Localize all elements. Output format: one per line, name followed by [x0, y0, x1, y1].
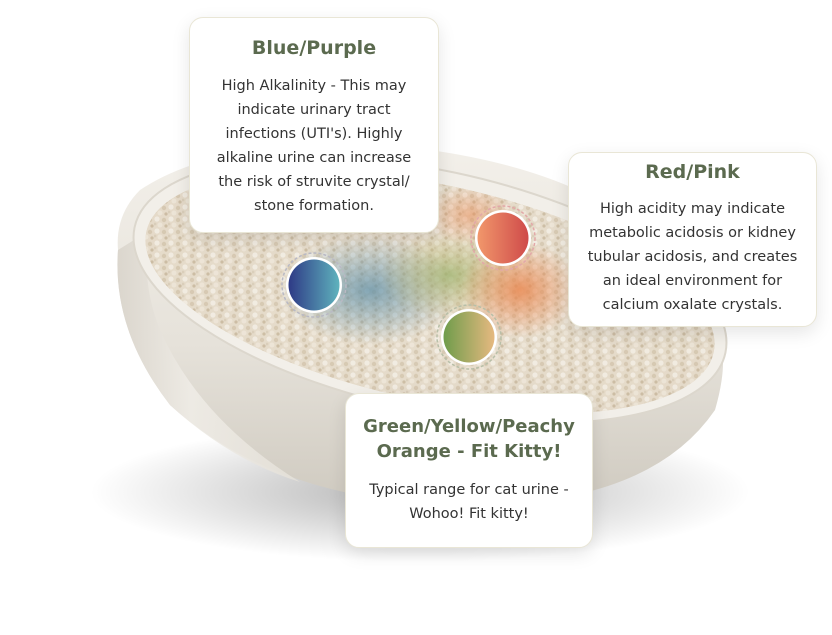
blue-purple-swatch-icon [281, 252, 347, 318]
red-pink-card: Red/Pink High acidity may indicate metab… [568, 152, 817, 327]
blue-purple-card: Blue/Purple High Alkalinity - This may i… [189, 17, 439, 233]
green-yellow-title: Green/Yellow/Peachy Orange - Fit Kitty! [363, 416, 575, 462]
red-pink-title: Red/Pink [645, 161, 740, 183]
blue-purple-title: Blue/Purple [251, 37, 377, 59]
green-yellow-card: Green/Yellow/Peachy Orange - Fit Kitty! … [345, 393, 593, 548]
red-pink-swatch-icon [470, 205, 536, 271]
blue-purple-description: High Alkalinity - This may indicate urin… [216, 78, 412, 214]
green-yellow-description: Typical range for cat urine - Wohoo! Fit… [369, 482, 569, 522]
red-pink-description: High acidity may indicate metabolic acid… [587, 201, 798, 313]
green-yellow-swatch-icon [436, 304, 502, 370]
